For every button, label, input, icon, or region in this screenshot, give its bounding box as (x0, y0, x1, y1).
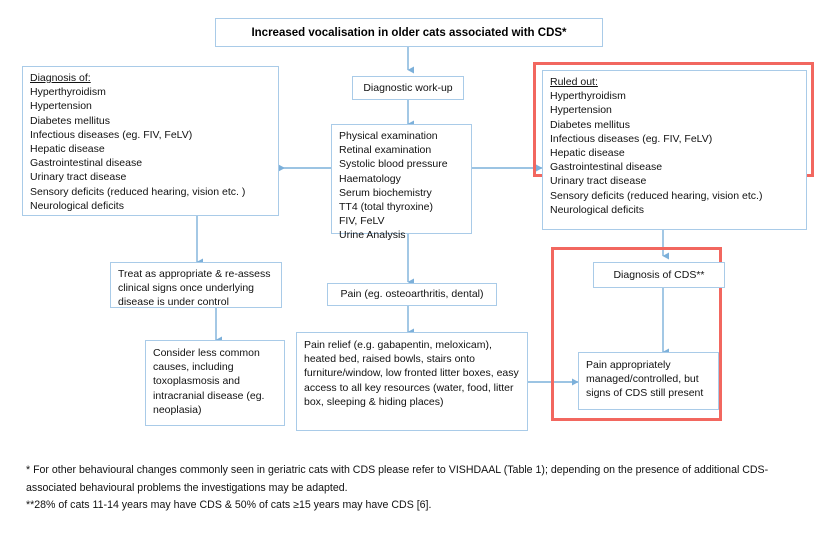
title-box: Increased vocalisation in older cats ass… (215, 18, 603, 47)
ruled-out-item: Urinary tract disease (550, 175, 647, 188)
node-consider-less-common: Consider less common causes, including t… (145, 340, 285, 426)
diagnosis-of-item: Infectious diseases (eg. FIV, FeLV) (30, 128, 193, 141)
node-diagnostic-workup-label: Diagnostic work-up (363, 81, 453, 94)
node-diagnostic-tests: Physical examination Retinal examination… (331, 124, 472, 241)
node-consider-less-common-label: Consider less common causes, including t… (153, 347, 265, 416)
diagnostic-test-item: Urine Analysis (339, 229, 406, 242)
diagnosis-of-item: Diabetes mellitus (30, 114, 110, 127)
footnotes: * For other behavioural changes commonly… (26, 462, 806, 515)
diagnosis-of-item: Hypertension (30, 100, 92, 113)
footnote-double-asterisk: **28% of cats 11-14 years may have CDS &… (26, 499, 432, 511)
diagnosis-of-item: Gastrointestinal disease (30, 157, 143, 170)
diagnostic-test-item: Retinal examination (339, 144, 432, 157)
ruled-out-item: Neurological deficits (550, 203, 644, 216)
node-treat-as-appropriate: Treat as appropriate & re-assess clinica… (110, 262, 282, 308)
page-title: Increased vocalisation in older cats ass… (251, 26, 567, 39)
diagnostic-test-item: TT4 (total thyroxine) (339, 201, 433, 214)
ruled-out-item: Sensory deficits (reduced hearing, visio… (550, 189, 763, 202)
diagnosis-of-item: Sensory deficits (reduced hearing, visio… (30, 185, 246, 198)
diagnosis-of-item: Neurological deficits (30, 199, 124, 212)
ruled-out-item: Diabetes mellitus (550, 118, 630, 131)
ruled-out-heading: Ruled out: (550, 76, 598, 88)
node-treat-as-appropriate-label: Treat as appropriate & re-assess clinica… (118, 268, 271, 309)
diagnosis-of-item: Hepatic disease (30, 143, 105, 156)
node-pain-managed: Pain appropriately managed/controlled, b… (578, 352, 719, 410)
node-pain-managed-label: Pain appropriately managed/controlled, b… (586, 359, 704, 400)
node-diagnosis-of-cds: Diagnosis of CDS** (593, 262, 725, 288)
diagnosis-of-item: Hyperthyroidism (30, 86, 106, 99)
node-pain-relief: Pain relief (e.g. gabapentin, meloxicam)… (296, 332, 528, 431)
diagnostic-test-item: Physical examination (339, 130, 438, 142)
node-ruled-out: Ruled out: Hyperthyroidism Hypertension … (542, 70, 807, 230)
ruled-out-item: Hyperthyroidism (550, 90, 626, 103)
diagnosis-of-heading: Diagnosis of: (30, 72, 91, 84)
node-pain-relief-label: Pain relief (e.g. gabapentin, meloxicam)… (304, 339, 519, 408)
ruled-out-item: Hypertension (550, 104, 612, 117)
node-diagnostic-workup: Diagnostic work-up (352, 76, 464, 100)
footnote-single-asterisk: * For other behavioural changes commonly… (26, 464, 769, 494)
ruled-out-item: Hepatic disease (550, 147, 625, 160)
diagnostic-test-item: Systolic blood pressure (339, 158, 448, 171)
node-pain: Pain (eg. osteoarthritis, dental) (327, 283, 497, 306)
ruled-out-item: Gastrointestinal disease (550, 161, 663, 174)
diagnostic-test-item: FIV, FeLV (339, 215, 385, 228)
diagnostic-test-item: Haematology (339, 172, 401, 185)
node-diagnosis-of: Diagnosis of: Hyperthyroidism Hypertensi… (22, 66, 279, 216)
diagnosis-of-item: Urinary tract disease (30, 171, 127, 184)
ruled-out-item: Infectious diseases (eg. FIV, FeLV) (550, 132, 713, 145)
node-pain-label: Pain (eg. osteoarthritis, dental) (340, 288, 484, 301)
diagnostic-test-item: Serum biochemistry (339, 186, 432, 199)
node-diagnosis-of-cds-label: Diagnosis of CDS** (613, 268, 705, 281)
